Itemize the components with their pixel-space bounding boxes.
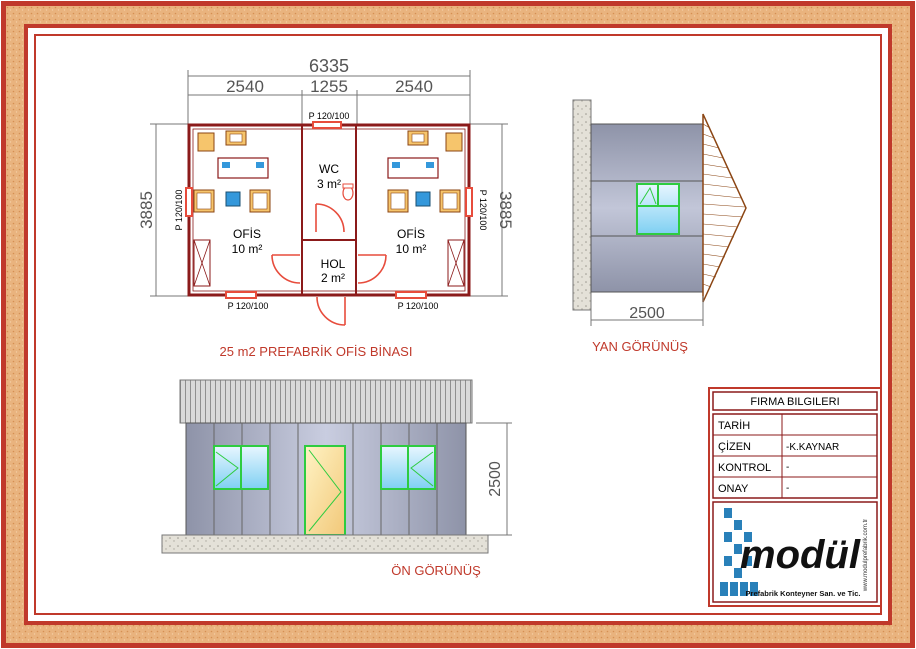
room-office-right-name: OFİS bbox=[397, 227, 425, 241]
plan-doors bbox=[271, 203, 387, 326]
front-roof bbox=[179, 379, 473, 424]
side-view: 2500 YAN GÖRÜNÜŞ bbox=[572, 99, 747, 354]
toilet bbox=[342, 183, 354, 201]
front-door bbox=[304, 445, 346, 536]
side-roof bbox=[702, 113, 747, 303]
furniture-right-office bbox=[387, 130, 465, 287]
dim-height-left: 3885 bbox=[137, 191, 156, 229]
window-label-top: P 120/100 bbox=[309, 111, 350, 121]
front-height-dim: 2500 bbox=[487, 461, 504, 497]
side-width-dim: 2500 bbox=[629, 305, 665, 322]
room-office-left-name: OFİS bbox=[233, 227, 261, 241]
logo-subtitle: Prefabrik Konteyner San. ve Tic. bbox=[746, 589, 861, 598]
room-wc-name: WC bbox=[319, 162, 339, 176]
side-ground bbox=[572, 99, 592, 311]
logo-website: www.modulprefabrik.com.tr bbox=[863, 519, 869, 592]
window-label-bottom-left: P 120/100 bbox=[228, 301, 269, 311]
dim-total: 6335 bbox=[309, 56, 349, 76]
dim-middle: 1255 bbox=[310, 77, 348, 96]
plan-title: 25 m2 PREFABRİK OFİS BİNASI bbox=[220, 344, 413, 359]
front-window-right bbox=[380, 445, 436, 490]
dim-left: 2540 bbox=[226, 77, 264, 96]
row-value-drawn: -K.KAYNAR bbox=[786, 442, 839, 453]
dim-height-right: 3885 bbox=[496, 191, 515, 229]
room-office-right-area: 10 m² bbox=[396, 242, 427, 256]
internal-walls bbox=[301, 125, 357, 295]
logo-blocks-icon bbox=[720, 508, 758, 596]
room-hall-area: 2 m² bbox=[321, 271, 345, 285]
row-value-approve: - bbox=[786, 483, 789, 494]
front-view-title: ÖN GÖRÜNÜŞ bbox=[391, 563, 481, 578]
room-hall-name: HOL bbox=[321, 257, 346, 271]
side-roof-hatch bbox=[702, 123, 746, 288]
window-label-right: P 120/100 bbox=[478, 190, 488, 231]
plan-windows bbox=[185, 121, 473, 299]
row-label-drawn: ÇİZEN bbox=[718, 440, 751, 453]
dim-right: 2540 bbox=[395, 77, 433, 96]
title-block: FIRMA BILGILERI TARİH ÇİZEN -K.KAYNAR KO… bbox=[708, 387, 882, 607]
room-wc-area: 3 m² bbox=[317, 177, 341, 191]
front-window-left bbox=[213, 445, 269, 490]
room-office-left-area: 10 m² bbox=[232, 242, 263, 256]
furniture-left-office bbox=[193, 130, 271, 287]
side-view-title: YAN GÖRÜNÜŞ bbox=[592, 339, 688, 354]
side-dimension bbox=[590, 296, 704, 326]
window-label-bottom-right: P 120/100 bbox=[398, 301, 439, 311]
title-block-heading: FIRMA BILGILERI bbox=[750, 396, 839, 408]
row-label-date: TARİH bbox=[718, 419, 750, 432]
window-label-left: P 120/100 bbox=[174, 190, 184, 231]
logo-text: modül bbox=[740, 533, 861, 577]
plan-dimension-lines bbox=[150, 70, 508, 297]
row-label-approve: ONAY bbox=[718, 483, 749, 495]
drawing-border bbox=[34, 34, 882, 615]
row-value-check: - bbox=[786, 462, 789, 473]
front-ground bbox=[161, 534, 489, 554]
floor-plan: 6335 2540 1255 2540 3885 3885 P 120/100 … bbox=[137, 56, 515, 359]
front-dimension bbox=[476, 422, 512, 536]
front-view: 2500 ÖN GÖRÜNÜŞ bbox=[161, 379, 512, 578]
row-label-check: KONTROL bbox=[718, 462, 771, 474]
